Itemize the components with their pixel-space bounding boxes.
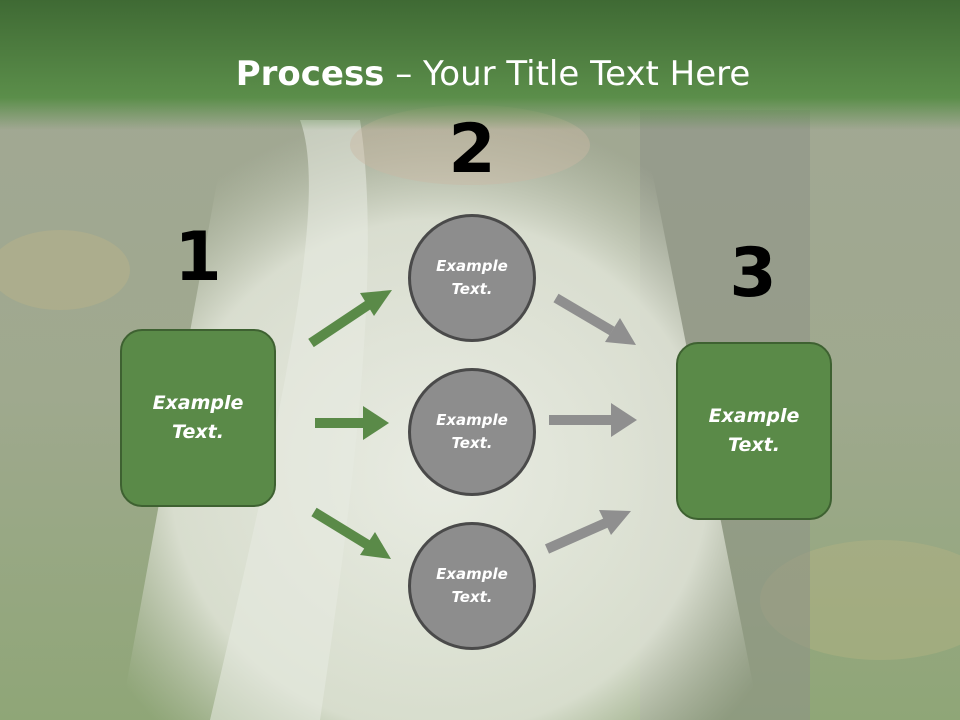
step-number-2: 2	[448, 110, 496, 189]
circle-3: Example Text.	[408, 522, 536, 650]
slide-title: Process – Your Title Text Here	[0, 52, 960, 96]
circle-3-text: Example Text.	[436, 565, 508, 606]
step-number-1: 1	[174, 218, 222, 297]
step-number-3: 3	[729, 234, 777, 313]
circle-2: Example Text.	[408, 368, 536, 496]
circle-1: Example Text.	[408, 214, 536, 342]
step3-box: Example Text.	[676, 342, 832, 520]
circle-1-text: Example Text.	[436, 257, 508, 298]
title-rest: – Your Title Text Here	[384, 54, 751, 94]
circle-2-text: Example Text.	[436, 411, 508, 452]
title-bold: Process	[235, 54, 385, 94]
step1-box: Example Text.	[120, 329, 276, 507]
step3-box-text: Example Text.	[708, 405, 800, 456]
step1-box-text: Example Text.	[152, 392, 244, 443]
header-band	[0, 0, 960, 130]
